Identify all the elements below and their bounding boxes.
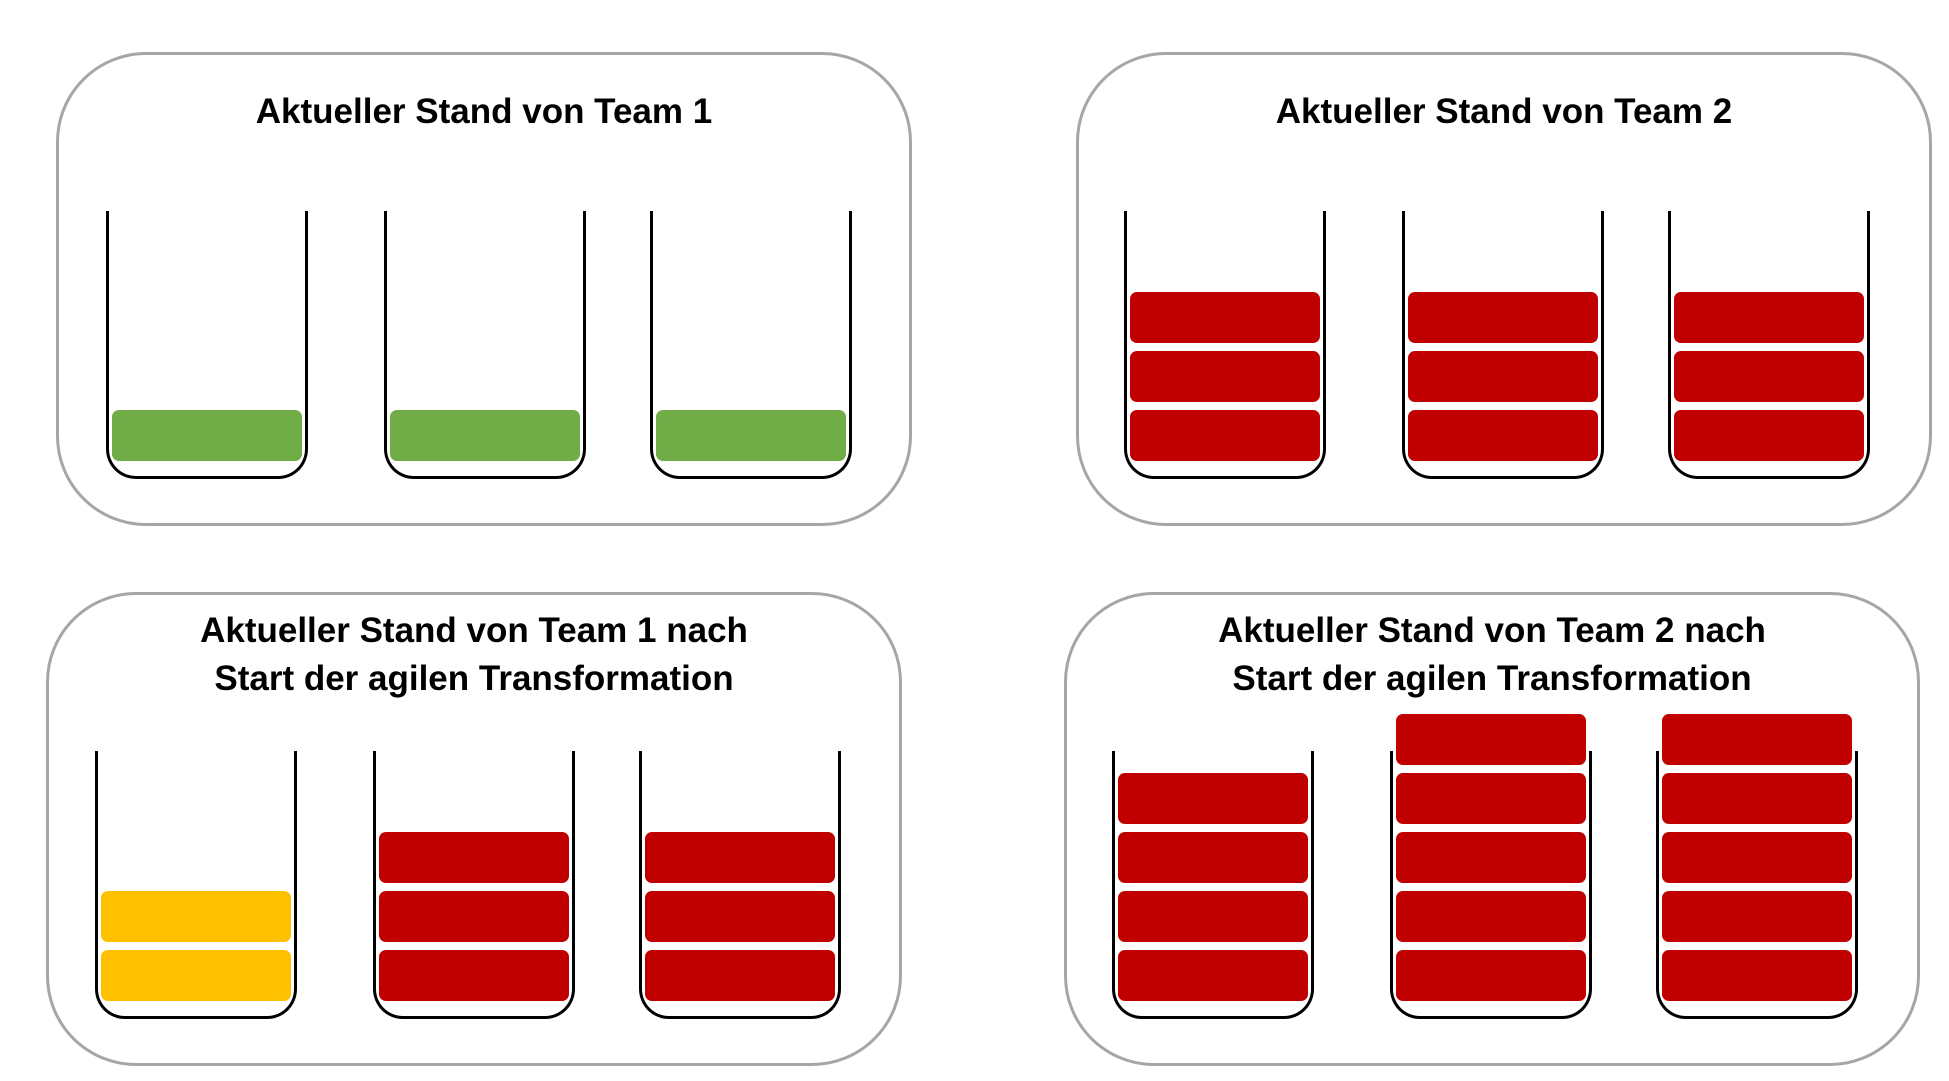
workload-block-red	[1662, 950, 1852, 1001]
workload-block-red	[1396, 773, 1586, 824]
bucket	[1668, 211, 1870, 479]
workload-block-green	[112, 410, 302, 461]
workload-block-red	[1396, 891, 1586, 942]
workload-block-red	[1674, 410, 1864, 461]
panel-title-line: Aktueller Stand von Team 2 nach	[1218, 611, 1766, 650]
panel-title: Aktueller Stand von Team 1	[59, 88, 909, 136]
workload-block-red	[379, 832, 569, 883]
bucket	[1402, 211, 1604, 479]
workload-block-red	[1130, 351, 1320, 402]
workload-block-yellow	[101, 891, 291, 942]
workload-block-red	[1408, 292, 1598, 343]
workload-block-red	[1130, 292, 1320, 343]
workload-block-red	[1662, 891, 1852, 942]
bucket	[639, 751, 841, 1019]
panel-team1-current: Aktueller Stand von Team 1	[56, 52, 912, 526]
panel-title-line: Aktueller Stand von Team 1	[255, 92, 713, 131]
workload-block-red	[1396, 832, 1586, 883]
bucket	[384, 211, 586, 479]
workload-block-red	[1662, 773, 1852, 824]
workload-block-green	[656, 410, 846, 461]
bucket	[373, 751, 575, 1019]
workload-block-red	[1674, 351, 1864, 402]
workload-block-red	[1662, 714, 1852, 765]
workload-block-red	[1674, 292, 1864, 343]
panel-title: Aktueller Stand von Team 2 nach Start de…	[1067, 607, 1917, 703]
bucket	[1124, 211, 1326, 479]
workload-block-red	[1118, 773, 1308, 824]
bucket	[1112, 751, 1314, 1019]
panel-title-line: Aktueller Stand von Team 2	[1275, 92, 1733, 131]
workload-block-red	[645, 832, 835, 883]
workload-block-red	[1118, 891, 1308, 942]
panel-team2-after-transformation: Aktueller Stand von Team 2 nach Start de…	[1064, 592, 1920, 1066]
workload-block-red	[645, 950, 835, 1001]
workload-block-green	[390, 410, 580, 461]
workload-block-red	[379, 950, 569, 1001]
panel-title-line: Aktueller Stand von Team 1 nach	[200, 611, 748, 650]
workload-block-red	[1408, 351, 1598, 402]
workload-block-red	[1396, 950, 1586, 1001]
bucket	[1390, 751, 1592, 1019]
workload-block-red	[1408, 410, 1598, 461]
workload-block-red	[645, 891, 835, 942]
workload-block-red	[1130, 410, 1320, 461]
workload-block-red	[1396, 714, 1586, 765]
panel-title: Aktueller Stand von Team 1 nach Start de…	[49, 607, 899, 703]
panel-title: Aktueller Stand von Team 2	[1079, 88, 1929, 136]
workload-block-red	[1118, 950, 1308, 1001]
workload-block-red	[1662, 832, 1852, 883]
bucket	[1656, 751, 1858, 1019]
workload-block-red	[1118, 832, 1308, 883]
bucket	[650, 211, 852, 479]
panel-team2-current: Aktueller Stand von Team 2	[1076, 52, 1932, 526]
bucket	[106, 211, 308, 479]
panel-title-line: Start der agilen Transformation	[1232, 659, 1752, 698]
panel-team1-after-transformation: Aktueller Stand von Team 1 nach Start de…	[46, 592, 902, 1066]
panel-title-line: Start der agilen Transformation	[214, 659, 734, 698]
bucket	[95, 751, 297, 1019]
workload-block-yellow	[101, 950, 291, 1001]
workload-block-red	[379, 891, 569, 942]
